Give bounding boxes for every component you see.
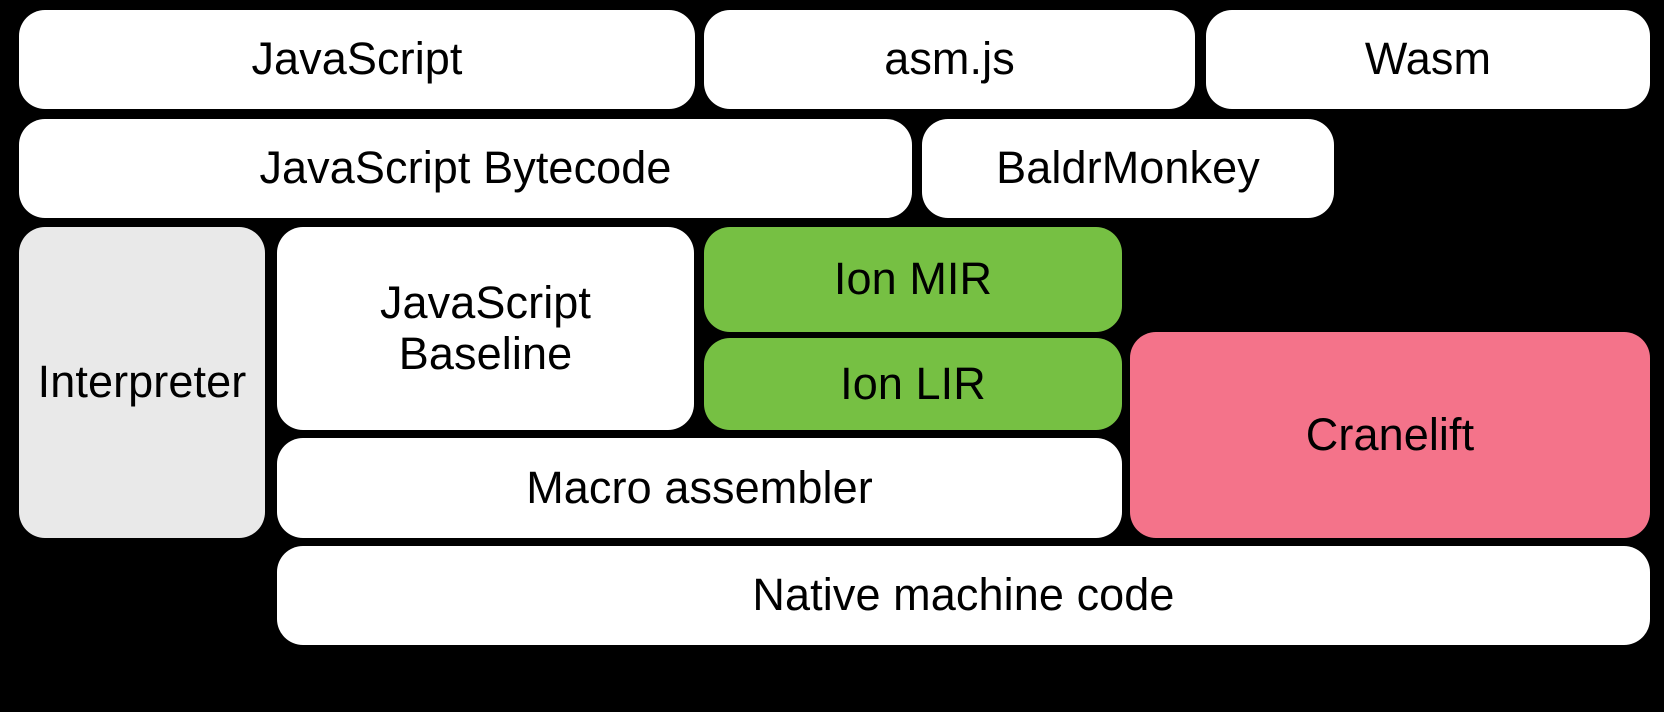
node-native-machine-code[interactable]: Native machine code — [277, 546, 1650, 645]
node-asm-js[interactable]: asm.js — [704, 10, 1195, 109]
node-cranelift[interactable]: Cranelift — [1130, 332, 1650, 538]
node-macro-assembler[interactable]: Macro assembler — [277, 438, 1122, 538]
node-interpreter[interactable]: Interpreter — [19, 227, 265, 538]
node-ion-lir[interactable]: Ion LIR — [704, 338, 1122, 430]
node-javascript[interactable]: JavaScript — [19, 10, 695, 109]
node-wasm[interactable]: Wasm — [1206, 10, 1650, 109]
node-javascript-baseline[interactable]: JavaScript Baseline — [277, 227, 694, 430]
node-javascript-bytecode[interactable]: JavaScript Bytecode — [19, 119, 912, 218]
node-baldrmonkey[interactable]: BaldrMonkey — [922, 119, 1334, 218]
node-ion-mir[interactable]: Ion MIR — [704, 227, 1122, 332]
